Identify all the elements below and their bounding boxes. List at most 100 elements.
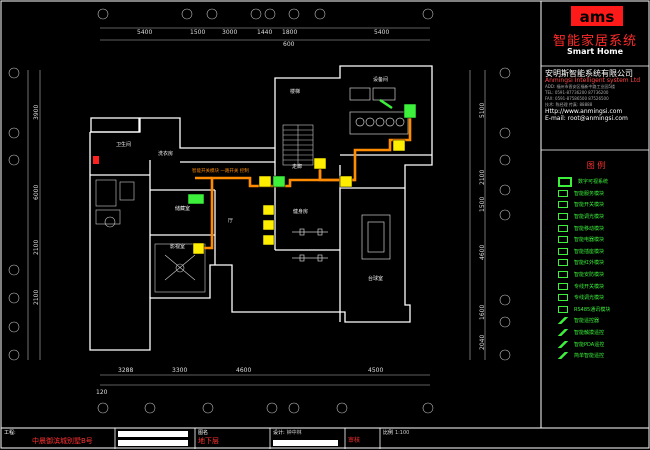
rs485-module-icon[interactable] (403, 103, 417, 119)
titleblock-grid (114, 428, 381, 449)
dim-bottom-1: 3288 (118, 367, 133, 374)
dimmer-module-icon (558, 213, 568, 221)
red-marker (93, 156, 99, 164)
legend-item: 数字可视系统 (558, 176, 648, 188)
legend-item-label: 智能触摸遥控 (574, 330, 605, 337)
legend-item-label: RS485通讯模块 (574, 306, 611, 313)
monitor-icon (558, 176, 572, 187)
legend-item-label: 专线调光模块 (574, 295, 605, 302)
legend-item: 智能遥控器 (558, 315, 648, 327)
dim-top-5: 1800 (282, 29, 297, 36)
company-contact: 技术: 陈经理 传真: 88888 (545, 102, 593, 107)
dim-top-4: 1440 (257, 29, 272, 36)
legend-item: 智能电器模块 (558, 234, 648, 246)
legend-item: 智能开关模块 (558, 199, 648, 211)
room-corridor: 走廊 (292, 163, 302, 170)
line-dimmer-icon[interactable] (192, 242, 205, 255)
dim-bottom-2: 3300 (172, 367, 187, 374)
room-laundry: 洗衣房 (158, 150, 173, 157)
infrared-module-icon[interactable] (262, 204, 275, 216)
company-website[interactable]: Http://www.anmingsi.com (545, 108, 623, 115)
dim-right-2: 2100 (479, 170, 486, 185)
legend-item-label: 智能红外模块 (574, 260, 605, 267)
company-phone: TEL: 0591-87736200 87736200 (545, 90, 609, 95)
switch-module-icon[interactable] (392, 139, 406, 152)
touch-remote-icon (558, 329, 568, 337)
company-email[interactable]: E-mail: root@anmingsi.com (545, 115, 628, 122)
legend-item: 简单智能遥控 (558, 350, 648, 362)
dim-bottom-3: 4600 (236, 367, 251, 374)
titleblock-ratio: 比例 1:100 (383, 429, 533, 449)
staircase (282, 124, 314, 166)
company-name-cn: 安明斯智能系统有限公司 (545, 69, 633, 78)
legend-item: 智能触摸遥控 (558, 327, 648, 339)
legend-item: 专线开关模块 (558, 280, 648, 292)
dim-left-4: 2100 (33, 290, 40, 305)
titleblock-check: 审核 (348, 429, 378, 449)
pda-remote-icon (558, 340, 568, 348)
room-equipment: 设备间 (373, 76, 388, 83)
monitor-icon[interactable] (187, 193, 205, 205)
titleblock-design: 设计: 钟中林 (273, 429, 343, 449)
room-theater: 影视室 (170, 243, 185, 250)
bathroom-fixtures (95, 179, 206, 293)
security-module-icon[interactable] (262, 219, 275, 231)
project-label: 工程: (4, 430, 16, 436)
drawing-value: 地下层 (198, 437, 219, 445)
legend-item: 智能插座模块 (558, 246, 648, 258)
gym-equipment (292, 214, 391, 262)
legend-item-label: 智能开关模块 (574, 202, 605, 209)
legend-item-label: 智能PDA遥控 (574, 341, 605, 348)
smart-wiring (195, 118, 412, 250)
dim-right-4: 4600 (479, 245, 486, 260)
legend-item: 智能红外模块 (558, 257, 648, 269)
socket-module-icon (558, 247, 568, 255)
line-switch-icon (558, 282, 568, 290)
legend-item: 智能服务模块 (558, 188, 648, 200)
legend-item-label: 智能调光模块 (574, 214, 605, 221)
legend-title: 图 例 (586, 161, 606, 170)
legend-item: 专线调光模块 (558, 292, 648, 304)
room-billiards: 台球室 (368, 275, 383, 282)
company-address: ADD: 福州市晋安区福新中路工业园5楼 (545, 84, 616, 89)
room-labels: 设备间 卫生间 洗衣房 储藏室 厅 健身房 台球室 影视室 走廊 楼梯 (116, 76, 388, 282)
dimmer-module-icon[interactable] (313, 157, 327, 170)
service-module-icon (558, 189, 568, 197)
security-module-icon (558, 271, 568, 279)
remote-icon (558, 317, 568, 325)
service-module-icon[interactable] (272, 175, 286, 188)
project-value: 中晨御滨城别墅B号 (32, 437, 93, 445)
room-bathroom: 卫生间 (116, 141, 131, 148)
legend-item-label: 智能移动模块 (574, 225, 605, 232)
titleblock-bar-1 (118, 431, 188, 437)
legend-item: 智能安防模块 (558, 269, 648, 281)
titleblock-bar-3 (273, 440, 338, 446)
equipment-room-fixtures (349, 87, 409, 135)
line-switch-icon[interactable] (262, 234, 275, 246)
dim-top-6: 5400 (374, 29, 389, 36)
dim-top-sub: 600 (283, 41, 295, 48)
legend-item-label: 智能安防模块 (574, 272, 605, 279)
infrared-module-icon (558, 259, 568, 267)
dim-left-3: 2100 (33, 240, 40, 255)
socket-module-icon[interactable] (258, 175, 272, 188)
ams-logo: ams (571, 6, 623, 26)
legend-item: RS485通讯模块 (558, 304, 648, 316)
motion-module-icon (558, 224, 568, 232)
switch-module-icon (558, 201, 568, 209)
walls (89, 65, 433, 351)
dim-top-2: 1500 (190, 29, 205, 36)
legend-item: 智能PDA遥控 (558, 338, 648, 350)
grid-bubbles-top (97, 8, 434, 41)
room-stair: 楼梯 (290, 88, 300, 95)
dim-right-6: 2040 (479, 335, 486, 350)
legend-item: 智能调光模块 (558, 211, 648, 223)
appliance-module-icon[interactable] (339, 175, 353, 188)
ratio-label: 比例 (383, 430, 394, 436)
grid-bubbles-bottom (97, 374, 434, 414)
simple-remote-icon (558, 352, 568, 360)
room-gym: 健身房 (293, 208, 308, 215)
legend-item: 智能移动模块 (558, 222, 648, 234)
company-fax: FAX: 0591-87586500 87526500 (545, 96, 609, 101)
